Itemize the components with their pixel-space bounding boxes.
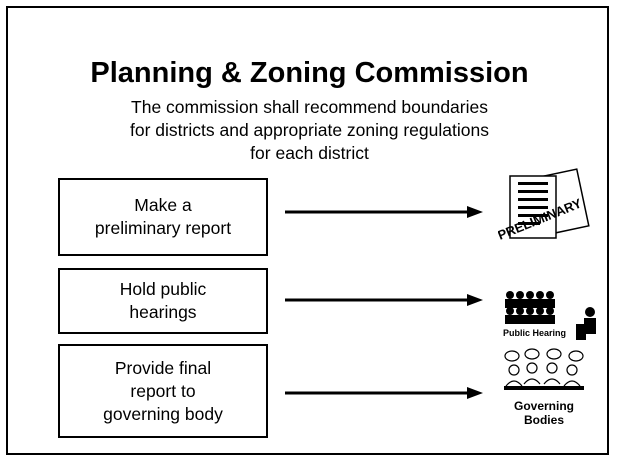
preliminary-report-icon: PRELIMINARY <box>498 168 590 243</box>
governing-caption-line: Governing <box>514 399 574 413</box>
subtitle-line: for districts and appropriate zoning reg… <box>130 120 489 140</box>
subtitle-line: The commission shall recommend boundarie… <box>131 97 488 117</box>
subtitle-line: for each district <box>250 143 369 163</box>
public-hearing-icon: Public Hearing <box>503 291 596 340</box>
arrow-right-icon <box>285 206 483 218</box>
governing-caption-line: Bodies <box>524 413 564 427</box>
step-label-line: preliminary report <box>94 218 232 238</box>
step-label-line: Hold public <box>119 279 207 299</box>
step-box-preliminary-report: Make a preliminary report <box>58 178 268 256</box>
step-label-line: governing body <box>103 403 223 424</box>
slide-subtitle: The commission shall recommend boundarie… <box>0 96 619 165</box>
step-box-final-report: Provide final report to governing body <box>58 344 268 438</box>
step-label-line: hearings <box>129 302 197 322</box>
slide-frame <box>6 6 609 455</box>
slide-title: Planning & Zoning Commission <box>90 57 529 89</box>
step-label-line: Make a <box>134 195 192 215</box>
public-hearing-caption: Public Hearing <box>503 328 566 338</box>
governing-bodies-icon: Governing Bodies <box>504 348 584 427</box>
arrow-right-icon <box>285 387 483 399</box>
step-box-public-hearings: Hold public hearings <box>58 268 268 334</box>
step-label-line: Provide final <box>114 357 212 378</box>
arrow-right-icon <box>285 294 483 306</box>
step-label-line: report to <box>130 380 196 401</box>
